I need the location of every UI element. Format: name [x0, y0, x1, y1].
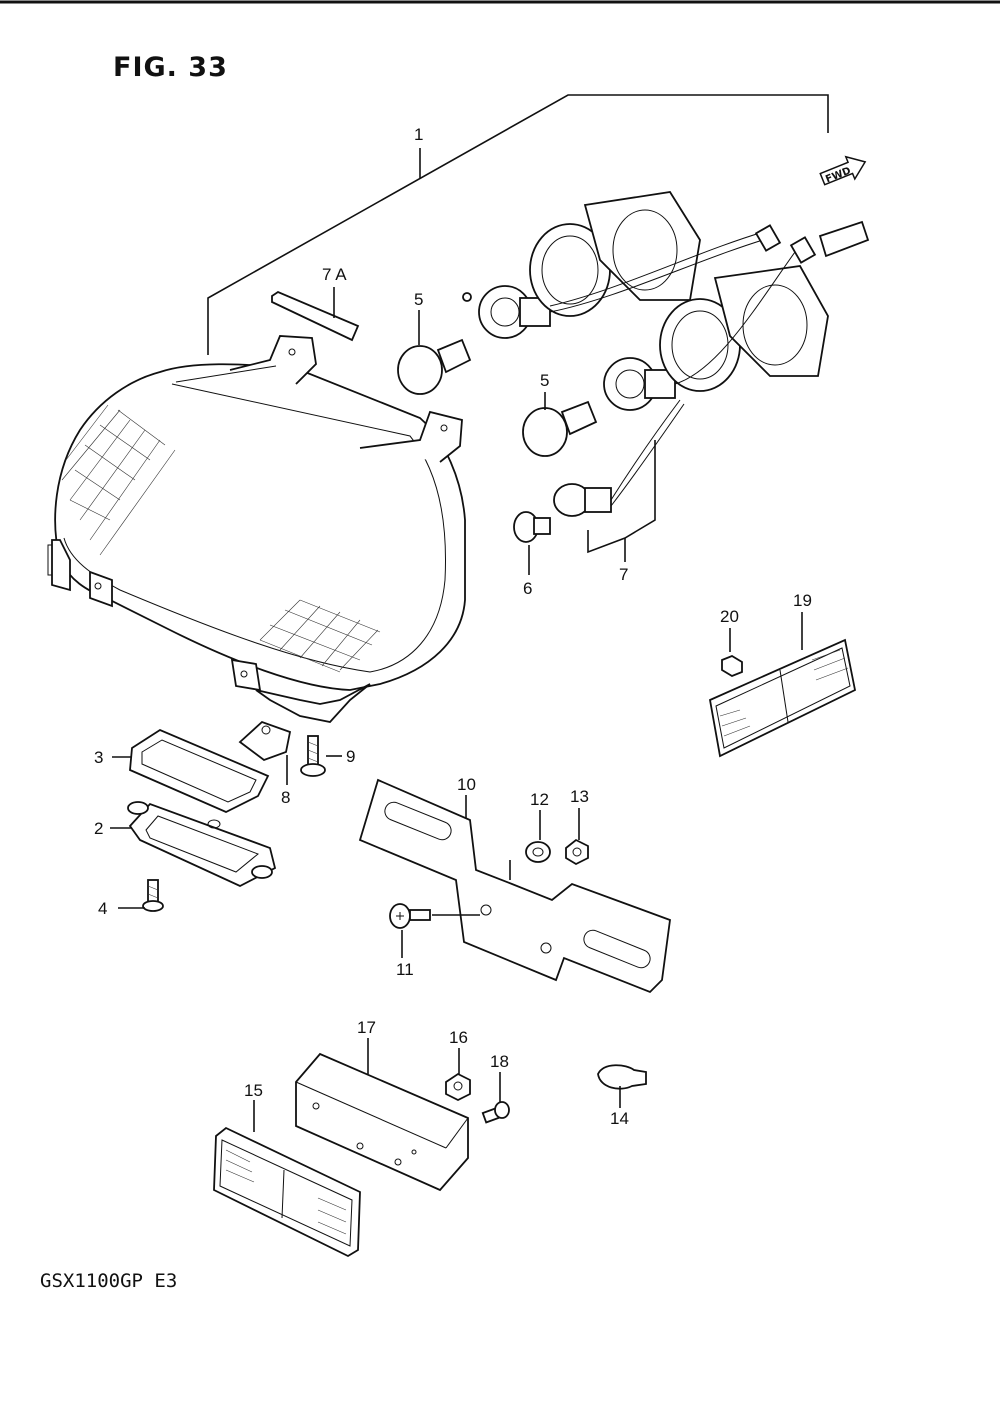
assembly-bracket-1: [207, 94, 829, 355]
part-19-reflector: [708, 638, 857, 758]
mount-rings-upper: [529, 191, 701, 317]
part-12-washer: [525, 841, 551, 863]
callout-20: 20: [720, 607, 739, 626]
figure-title: FIG. 33: [113, 52, 228, 83]
socket-small: [553, 483, 612, 517]
callout-15: 15: [244, 1081, 263, 1100]
callout-10: 10: [457, 775, 476, 794]
callout-5-upper: 5: [414, 290, 423, 309]
callout-3: 3: [94, 748, 103, 767]
callout-8: 8: [281, 788, 290, 807]
callout-14: 14: [610, 1109, 629, 1128]
part-15-reflector: [213, 1126, 361, 1258]
model-code: GSX1100GP E3: [40, 1270, 178, 1292]
socket-lower: [603, 357, 676, 411]
part-4-screw: [142, 879, 164, 912]
wiring-harness: [549, 220, 870, 507]
callout-7: 7: [619, 565, 628, 584]
callout-19: 19: [793, 591, 812, 610]
part-2-lens-cover: [127, 801, 277, 888]
callout-1: 1: [414, 125, 423, 144]
callout-12: 12: [530, 790, 549, 809]
callout-2: 2: [94, 819, 103, 838]
part-14-bulb: [597, 1064, 647, 1090]
callout-6: 6: [523, 579, 532, 598]
callout-5-lower: 5: [540, 371, 549, 390]
fwd-arrow-icon: FWD: [819, 155, 867, 186]
callout-9: 9: [346, 747, 355, 766]
callout-7a: 7 A: [322, 265, 347, 284]
callout-11: 11: [396, 960, 414, 979]
part-16-nut: [445, 1072, 471, 1102]
part-1-headlight: [47, 335, 466, 723]
part-18-screw: [481, 1101, 510, 1124]
mount-rings-lower: [659, 265, 829, 392]
part-17-housing: [295, 1052, 469, 1192]
part-10-bracket: [358, 778, 671, 994]
part-5-bulb-upper: [397, 338, 472, 395]
part-5-bulb-lower: [522, 400, 598, 457]
part-8-clip: [238, 720, 292, 762]
callout-4: 4: [98, 899, 107, 918]
part-20-nut: [721, 654, 743, 678]
part-11-screw: [389, 903, 431, 929]
part-13-nut: [565, 838, 589, 866]
callout-18: 18: [490, 1052, 509, 1071]
socket-upper: [462, 285, 551, 339]
callout-13: 13: [570, 787, 589, 806]
callout-17: 17: [357, 1018, 376, 1037]
part-9-screw: [300, 735, 326, 777]
callout-16: 16: [449, 1028, 468, 1047]
part-6-bulb: [513, 511, 551, 543]
part-3-gasket: [129, 728, 270, 813]
part-7a-strip: [271, 290, 360, 342]
